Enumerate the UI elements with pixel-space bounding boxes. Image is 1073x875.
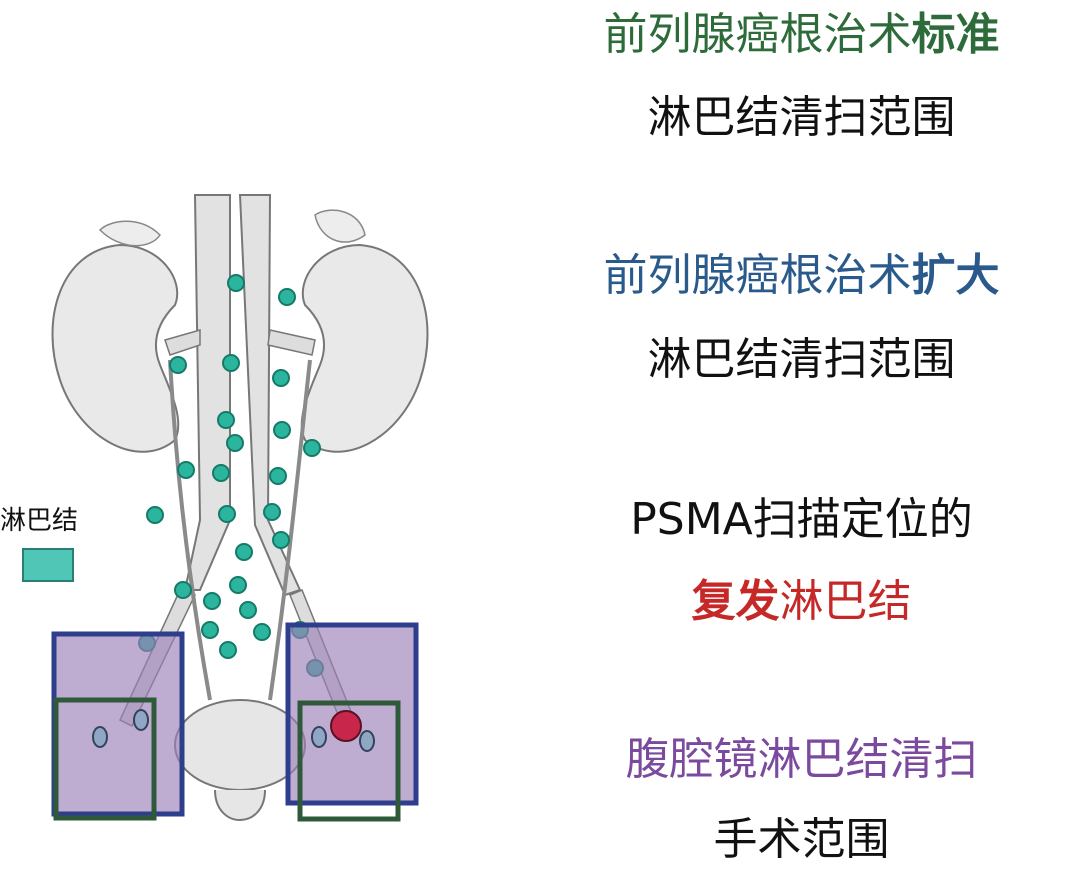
standard-region-left [53,697,157,821]
right-ureter [268,359,312,701]
standard-caption-main: 前列腺癌根治术 [603,9,912,60]
recurrent-node [330,710,362,742]
extended-region-left [51,631,185,817]
standard-caption-line1: 前列腺癌根治术标准 [530,5,1073,65]
left-kidney [51,220,180,453]
psma-caption-bold: 复发 [691,576,780,627]
extended-caption-line2: 淋巴结清扫范围 [647,334,956,385]
laparoscopic-caption-line1: 腹腔镜淋巴结清扫 [625,734,978,785]
standard-caption-line2: 淋巴结清扫范围 [647,92,956,143]
psma-caption-line2: 复发淋巴结 [530,572,1073,632]
extended-caption-main: 前列腺癌根治术 [603,250,912,301]
left-ureter [168,359,212,701]
laparoscopic-caption-line2: 手术范围 [713,814,890,865]
pelvic-nodes [92,709,375,752]
right-kidney [300,209,429,453]
anatomy-diagram [51,194,429,822]
standard-caption-bold: 标准 [911,9,1000,60]
psma-caption-rest: 淋巴结 [779,576,912,627]
psma-caption-line1: PSMA扫描定位的 [630,494,973,545]
legend-swatch [22,548,74,582]
extended-caption-line1: 前列腺癌根治术扩大 [530,246,1073,306]
extended-caption-bold: 扩大 [911,250,1000,301]
standard-region-right [297,700,401,822]
legend-label: 淋巴结 [0,506,79,536]
